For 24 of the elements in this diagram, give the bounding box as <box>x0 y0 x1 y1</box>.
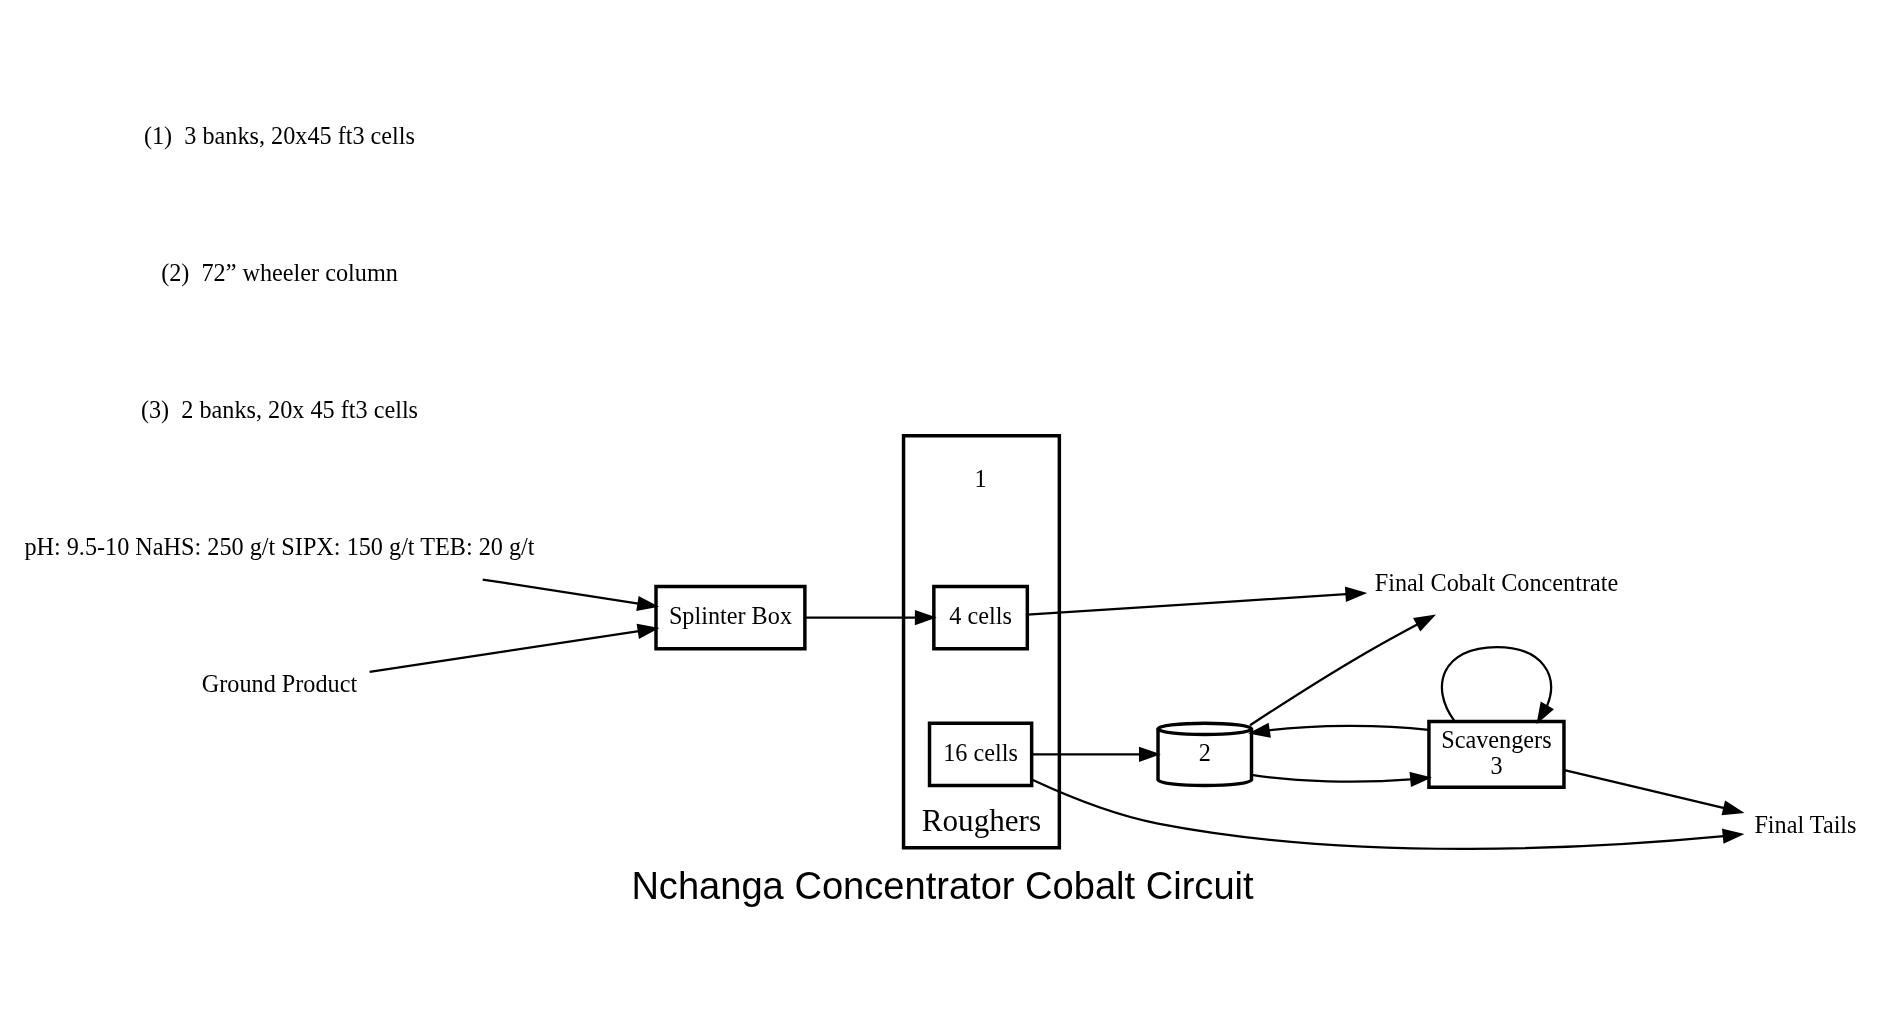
arrow <box>1564 768 1745 815</box>
node-text: pH: 9.5-10 NaHS: 250 g/t SIPX: 150 g/t TEB: 20 g/t <box>24 532 535 560</box>
arrow <box>1248 722 1429 738</box>
node-box: Splinter Box <box>654 584 807 650</box>
arrow <box>1440 645 1554 724</box>
label: (1) 3 banks, 20x45 ft3 cells <box>143 121 416 149</box>
arrow <box>1031 778 1745 850</box>
arrow <box>1251 771 1432 787</box>
node-text: Final Tails <box>1754 810 1857 838</box>
node-box: 4 cells <box>932 584 1030 650</box>
label: (2) 72” wheeler column <box>161 258 398 286</box>
arrow <box>805 609 937 625</box>
node-label: 1 <box>974 464 987 492</box>
arrow <box>1027 586 1368 616</box>
node-box: 16 cells <box>927 720 1034 787</box>
label: (3) 2 banks, 20x 45 ft3 cells <box>140 395 419 423</box>
node-text: Final Cobalt Concentrate <box>1374 568 1619 596</box>
caption: Nchanga Concentrator Cobalt Circuit <box>631 864 1254 907</box>
arrow <box>482 577 660 611</box>
node-box: Scavengers 3 <box>1427 719 1566 789</box>
arrow <box>369 623 660 673</box>
arrow <box>1031 746 1161 762</box>
node-text: Ground Product <box>201 669 358 697</box>
arrow <box>1249 614 1436 726</box>
